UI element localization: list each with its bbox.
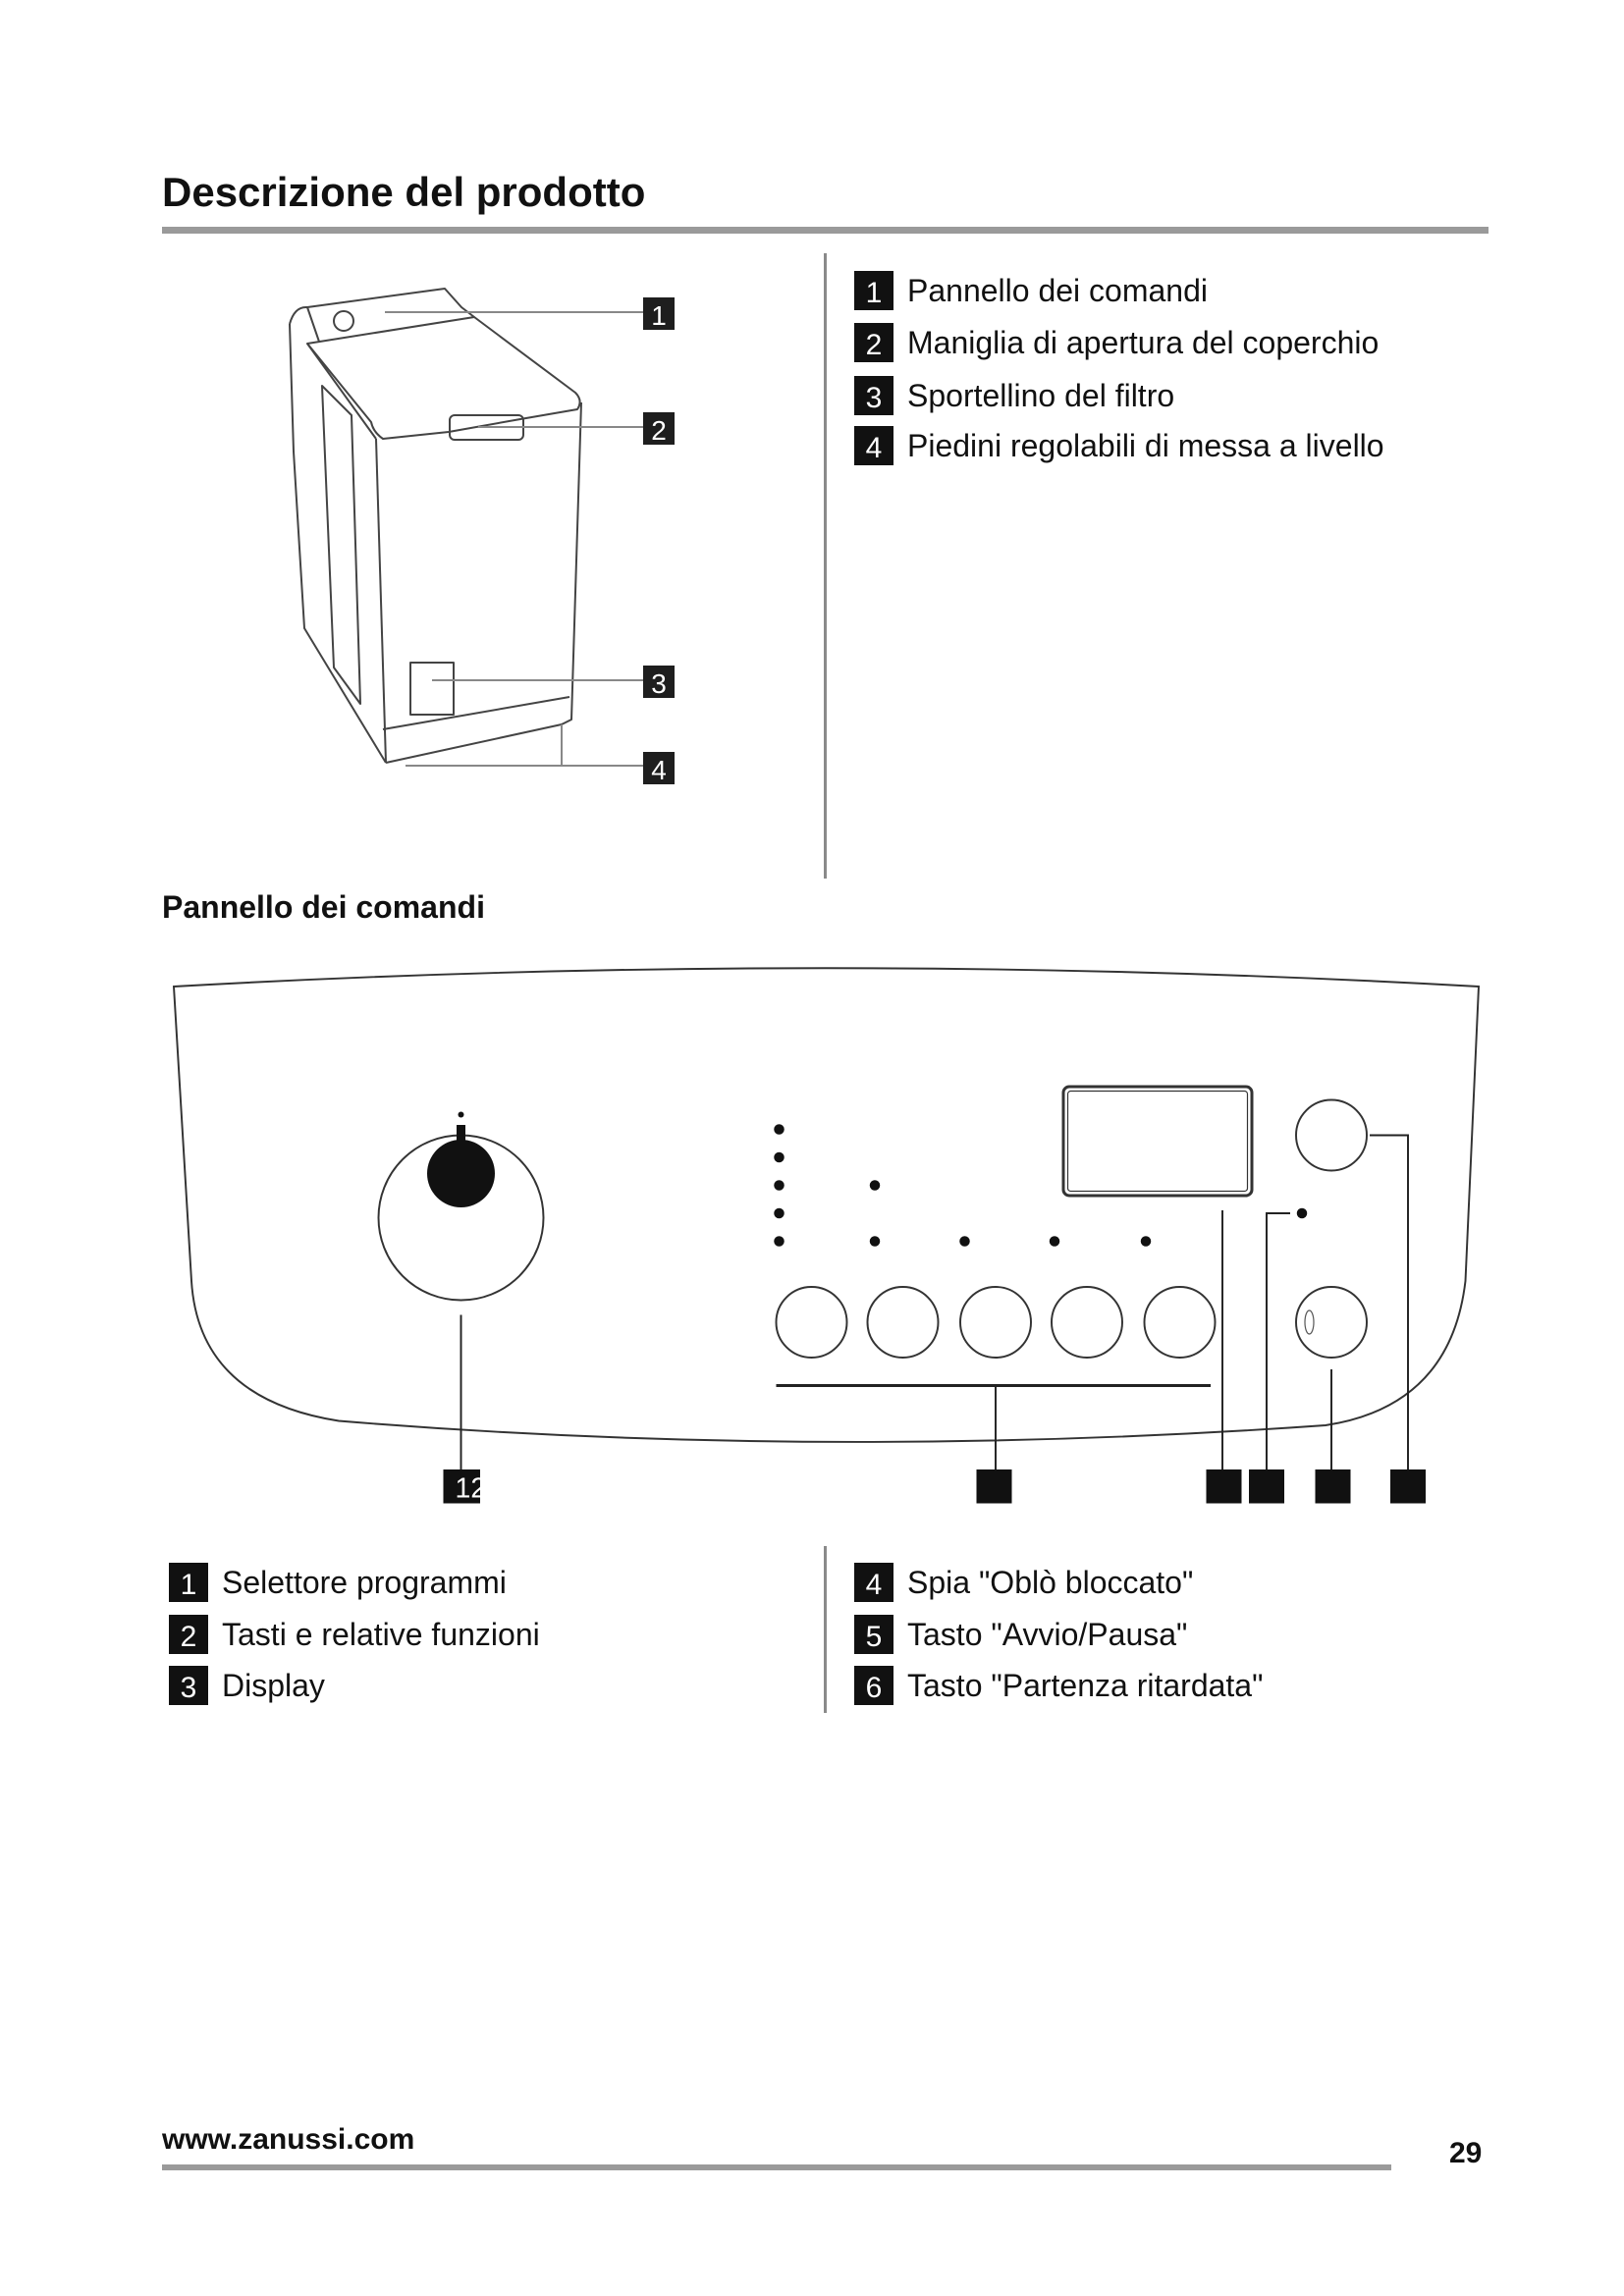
legend-label: Display — [222, 1667, 325, 1703]
start-pause-button — [1295, 1286, 1368, 1359]
legend-label: Piedini regolabili di messa a livello — [907, 427, 1384, 463]
legend-number: 3 — [854, 376, 893, 415]
washing-machine-illustration — [289, 288, 582, 764]
legend-label: Maniglia di apertura del coperchio — [907, 324, 1380, 360]
legend-item: 5 Tasto "Avvio/Pausa" — [854, 1615, 1187, 1654]
control-panel-illustration: 12 — [172, 967, 1481, 1505]
panel-callouts — [443, 1469, 1426, 1504]
page-number: 29 — [1449, 2137, 1483, 2169]
legend-item: 3 Display — [169, 1666, 325, 1705]
washer-leader-lines — [385, 311, 643, 767]
svg-text:4: 4 — [651, 755, 667, 785]
legend-item: 4 Spia "Oblò bloccato" — [854, 1563, 1193, 1602]
column-divider — [824, 1546, 827, 1713]
legend-number: 5 — [854, 1615, 893, 1654]
footer-url[interactable]: www.zanussi.com — [162, 2123, 415, 2156]
legend-number: 6 — [854, 1666, 893, 1705]
legend-number: 2 — [169, 1615, 208, 1654]
column-divider — [824, 253, 827, 879]
legend-item: 3 Sportellino del filtro — [854, 376, 1174, 415]
callout-4: 4 — [643, 752, 675, 785]
legend-number: 4 — [854, 1563, 893, 1602]
legend-label: Tasto "Partenza ritardata" — [907, 1667, 1264, 1703]
callout-12: 12 — [456, 1473, 487, 1505]
legend-number: 1 — [854, 271, 893, 310]
svg-text:2: 2 — [651, 415, 667, 446]
legend-label: Spia "Oblò bloccato" — [907, 1564, 1194, 1600]
page-title: Descrizione del prodotto — [162, 169, 646, 215]
legend-item: 4 Piedini regolabili di messa a livello — [854, 426, 1384, 465]
callout-1: 1 — [643, 297, 675, 331]
legend-item: 6 Tasto "Partenza ritardata" — [854, 1666, 1263, 1705]
section-heading: Pannello dei comandi — [162, 889, 485, 925]
legend-item: 1 Pannello dei comandi — [854, 271, 1208, 310]
callout-3: 3 — [643, 666, 675, 699]
legend-item: 2 Tasti e relative funzioni — [169, 1615, 540, 1654]
option-buttons — [775, 1286, 1217, 1359]
legend-number: 4 — [854, 426, 893, 465]
legend-label: Sportellino del filtro — [907, 377, 1175, 413]
door-lock-light — [1296, 1207, 1308, 1219]
legend-label: Selettore programmi — [222, 1564, 507, 1600]
display — [1061, 1085, 1254, 1198]
legend-item: 2 Maniglia di apertura del coperchio — [854, 323, 1379, 362]
svg-text:1: 1 — [651, 300, 667, 331]
svg-text:3: 3 — [651, 668, 667, 699]
knob-icon — [333, 310, 354, 332]
legend-label: Tasti e relative funzioni — [222, 1616, 540, 1652]
filter-door — [409, 662, 455, 716]
legend-number: 1 — [169, 1563, 208, 1602]
legend-number: 2 — [854, 323, 893, 362]
legend-item: 1 Selettore programmi — [169, 1563, 507, 1602]
footer-rule — [162, 2164, 1391, 2170]
washer-callouts: 1 2 3 4 — [643, 297, 675, 785]
selector-knob — [427, 1140, 495, 1207]
indicator-lights — [774, 1124, 1308, 1247]
legend-number: 3 — [169, 1666, 208, 1705]
legend-label: Pannello dei comandi — [907, 272, 1208, 308]
callout-2: 2 — [643, 412, 675, 446]
legend-label: Tasto "Avvio/Pausa" — [907, 1616, 1188, 1652]
title-rule — [162, 227, 1489, 234]
delay-start-button — [1295, 1098, 1368, 1172]
